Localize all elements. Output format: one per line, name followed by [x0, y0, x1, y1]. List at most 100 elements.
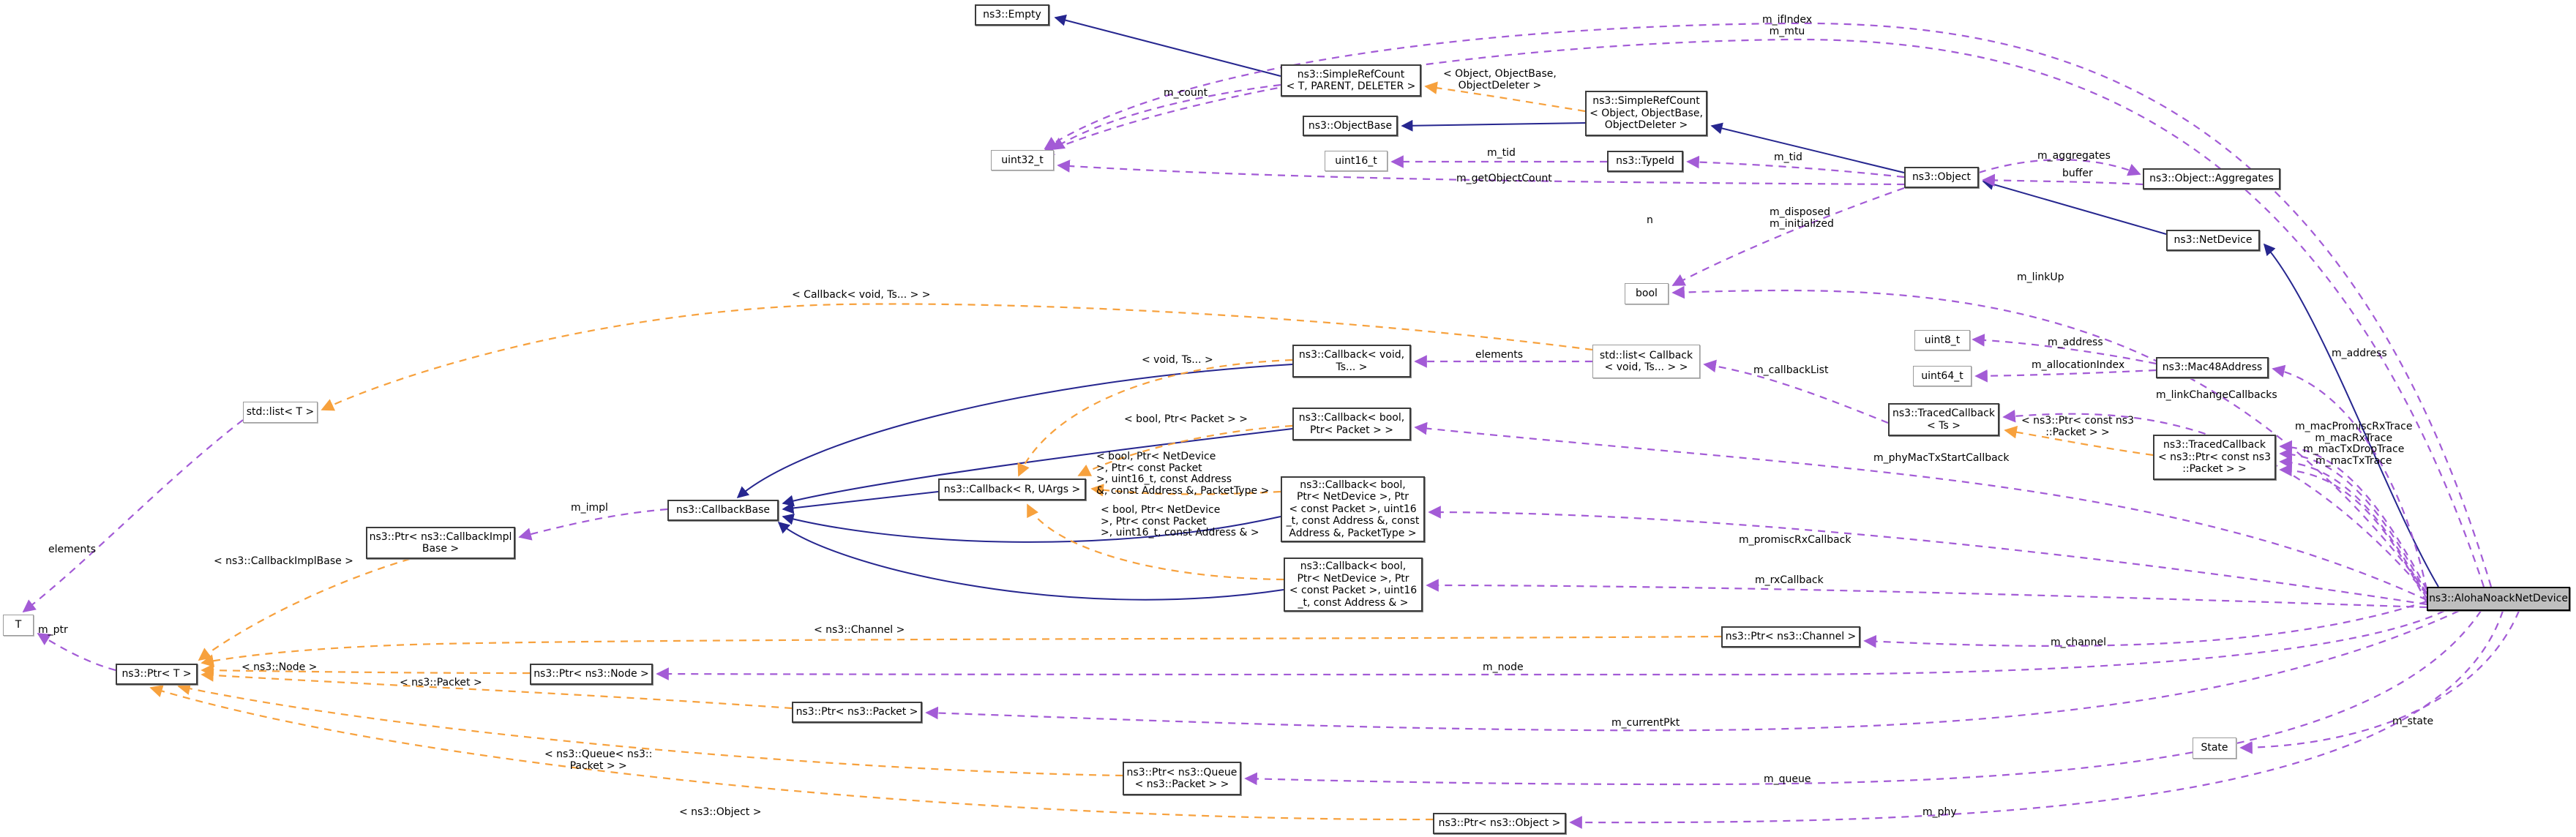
edge-main-tcb-pkt [2279, 455, 2427, 599]
edge-cbbase-ptr-cbimpl [518, 508, 668, 541]
edge-label-line: < ns3::Ptr< const ns3 [2021, 415, 2134, 427]
edge-label-m-phymactxstartcallback: m_phyMacTxStartCallback [1873, 452, 2009, 465]
class-node-main[interactable]: ns3::AlohaNoackNetDevice [2427, 587, 2570, 611]
class-node-label: ns3::Ptr< ns3::Channel > [1725, 631, 1857, 643]
class-node-label: ns3::Ptr< ns3::Object > [1438, 817, 1561, 830]
class-node-typeid[interactable]: ns3::TypeId [1607, 151, 1683, 172]
class-node-src-obj[interactable]: ns3::SimpleRefCount< Object, ObjectBase,… [1585, 91, 1707, 136]
edge-label-line: n [1647, 214, 1653, 226]
class-node-label: ::Packet > > [2182, 463, 2247, 476]
class-node-label: ns3::Callback< bool, [1300, 560, 1407, 572]
class-node-cb-void[interactable]: ns3::Callback< void,Ts... > [1292, 345, 1411, 378]
class-node-tcb-ts[interactable]: ns3::TracedCallback< Ts > [1888, 403, 1999, 436]
edge-object-typeid [1686, 155, 1905, 179]
edge-object-src-obj [1710, 122, 1905, 173]
edge-label-tpl-node: < ns3::Node > [242, 661, 317, 674]
class-node-empty[interactable]: ns3::Empty [975, 4, 1049, 26]
edge-src-t-empty [1054, 14, 1281, 77]
edge-cb-bool-pkt-cbbase [782, 428, 1293, 507]
class-node-cb-big-b[interactable]: ns3::Callback< bool,Ptr< NetDevice >, Pt… [1284, 558, 1423, 612]
edge-label-line: Packet > > [569, 759, 627, 772]
class-node-label: uint32_t [1001, 154, 1044, 166]
edge-list-t-t [22, 419, 244, 613]
edge-main-ptr-queue [1244, 610, 2482, 786]
edge-label-m-linkup: m_linkUp [2017, 271, 2064, 284]
class-node-label: ns3::Ptr< ns3::CallbackImpl [369, 530, 512, 543]
class-node-src-t[interactable]: ns3::SimpleRefCount< T, PARENT, DELETER … [1281, 64, 1421, 97]
class-node-netdevice[interactable]: ns3::NetDevice [2166, 230, 2260, 251]
class-node-label: < ns3::Ptr< const ns3 [2158, 451, 2271, 463]
class-node-object[interactable]: ns3::Object [1904, 167, 1979, 188]
edge-label-m-ptr: m_ptr [38, 624, 68, 637]
edge-object-aggregates [1978, 159, 2141, 176]
class-node-tcb-pkt[interactable]: ns3::TracedCallback< ns3::Ptr< const ns3… [2153, 435, 2276, 480]
class-node-ptr-packet[interactable]: ns3::Ptr< ns3::Packet > [792, 702, 922, 723]
edge-label-line: elements [48, 544, 97, 555]
class-node-ptr-queue[interactable]: ns3::Ptr< ns3::Queue< ns3::Packet > > [1123, 762, 1241, 795]
class-node-uint8[interactable]: uint8_t [1914, 330, 1970, 350]
class-node-label: ns3::Object [1912, 171, 1972, 184]
edge-main-tcb-pkt [2279, 440, 2427, 590]
edge-label-tpl-void-ts: < void, Ts... > [1142, 354, 1213, 367]
class-node-cb-big-a[interactable]: ns3::Callback< bool,Ptr< NetDevice >, Pt… [1281, 476, 1425, 542]
class-node-aggregates[interactable]: ns3::Object::Aggregates [2143, 168, 2280, 189]
class-node-uint64[interactable]: uint64_t [1913, 366, 1972, 386]
edge-label-n: n [1647, 214, 1653, 227]
edge-label-m-aggregates: m_aggregates [2037, 150, 2111, 162]
edge-label-line: m_count [1164, 87, 1208, 99]
edge-label-line: m_rxCallback [1755, 574, 1824, 586]
class-node-label: ns3::Callback< void, [1298, 349, 1405, 361]
class-node-ptr-node[interactable]: ns3::Ptr< ns3::Node > [530, 664, 653, 685]
edge-src-obj-objectbase [1401, 119, 1586, 132]
class-node-cb-bool-pkt[interactable]: ns3::Callback< bool,Ptr< Packet > > [1292, 408, 1411, 440]
class-node-ptr-channel[interactable]: ns3::Ptr< ns3::Channel > [1721, 626, 1860, 648]
class-node-cb-r[interactable]: ns3::Callback< R, UArgs > [938, 478, 1086, 500]
edge-cb-big-b-cb-r [1027, 503, 1284, 581]
class-node-label: ns3::Empty [983, 9, 1041, 21]
class-node-label: Address &, PacketType > [1289, 527, 1417, 539]
class-node-uint32[interactable]: uint32_t [991, 150, 1054, 170]
edge-label-m-linkchangecallbacks: m_linkChangeCallbacks [2156, 389, 2277, 402]
edge-label-m-address-r: m_address [2332, 348, 2387, 360]
edge-label-line: m_currentPkt [1611, 717, 1680, 729]
edge-object-bool [1671, 187, 1905, 286]
edge-label-tpl-ptr-const-packet: < ns3::Ptr< const ns3::Packet > > [2021, 415, 2134, 438]
edge-label-line: >, uint16_t, const Address [1096, 473, 1232, 485]
edge-cb-void-cb-r [1017, 359, 1293, 477]
edge-label-m-address-l: m_address [2048, 337, 2103, 349]
edge-label-line: m_ifIndex [1762, 14, 1812, 26]
class-node-ptr-t[interactable]: ns3::Ptr< T > [116, 664, 198, 685]
edge-label-line: m_node [1483, 661, 1524, 673]
class-node-mac48[interactable]: ns3::Mac48Address [2156, 357, 2269, 378]
edge-src-obj-src-t [1424, 81, 1586, 113]
class-node-list-cb[interactable]: std::list< Callback< void, Ts... > > [1592, 345, 1700, 378]
class-node-state[interactable]: State [2193, 737, 2236, 759]
class-node-t[interactable]: T [3, 615, 34, 636]
edge-label-line: m_linkUp [2017, 271, 2064, 283]
edge-main-ptr-packet [925, 609, 2460, 732]
class-node-label: ns3::Mac48Address [2162, 361, 2263, 374]
class-node-uint16[interactable]: uint16_t [1325, 151, 1388, 171]
class-node-label: ns3::SimpleRefCount [1297, 68, 1405, 80]
edge-label-line: < ns3::CallbackImplBase > [214, 555, 353, 567]
edge-label-line: m_tid [1487, 147, 1516, 159]
class-node-list-t[interactable]: std::list< T > [243, 402, 318, 423]
edge-cb-big-a-cb-r [1090, 484, 1281, 497]
edge-label-m-channel: m_channel [2051, 637, 2106, 649]
edge-label-line: m_getObjectCount [1456, 173, 1552, 184]
edge-main-bool [1671, 285, 2427, 593]
class-node-label: ns3::SimpleRefCount [1592, 95, 1700, 108]
edge-label-line: &, const Address &, PacketType > [1096, 484, 1270, 497]
edge-label-line: < Object, ObjectBase, [1443, 68, 1557, 80]
edge-label-line: >, Ptr< const Packet [1096, 462, 1202, 474]
edge-label-line: < Callback< void, Ts... > > [792, 289, 931, 301]
edge-tcb-pkt-tcb-ts [2004, 426, 2154, 457]
edge-label-line: m_phy [1922, 806, 1957, 818]
class-node-objectbase[interactable]: ns3::ObjectBase [1303, 116, 1398, 136]
edge-label-line: m_promiscRxCallback [1739, 534, 1852, 546]
edge-label-line: m_allocationIndex [2032, 359, 2125, 371]
class-node-cbbase[interactable]: ns3::CallbackBase [667, 500, 779, 521]
class-node-ptr-object[interactable]: ns3::Ptr< ns3::Object > [1433, 813, 1566, 834]
class-node-bool[interactable]: bool [1625, 283, 1669, 304]
